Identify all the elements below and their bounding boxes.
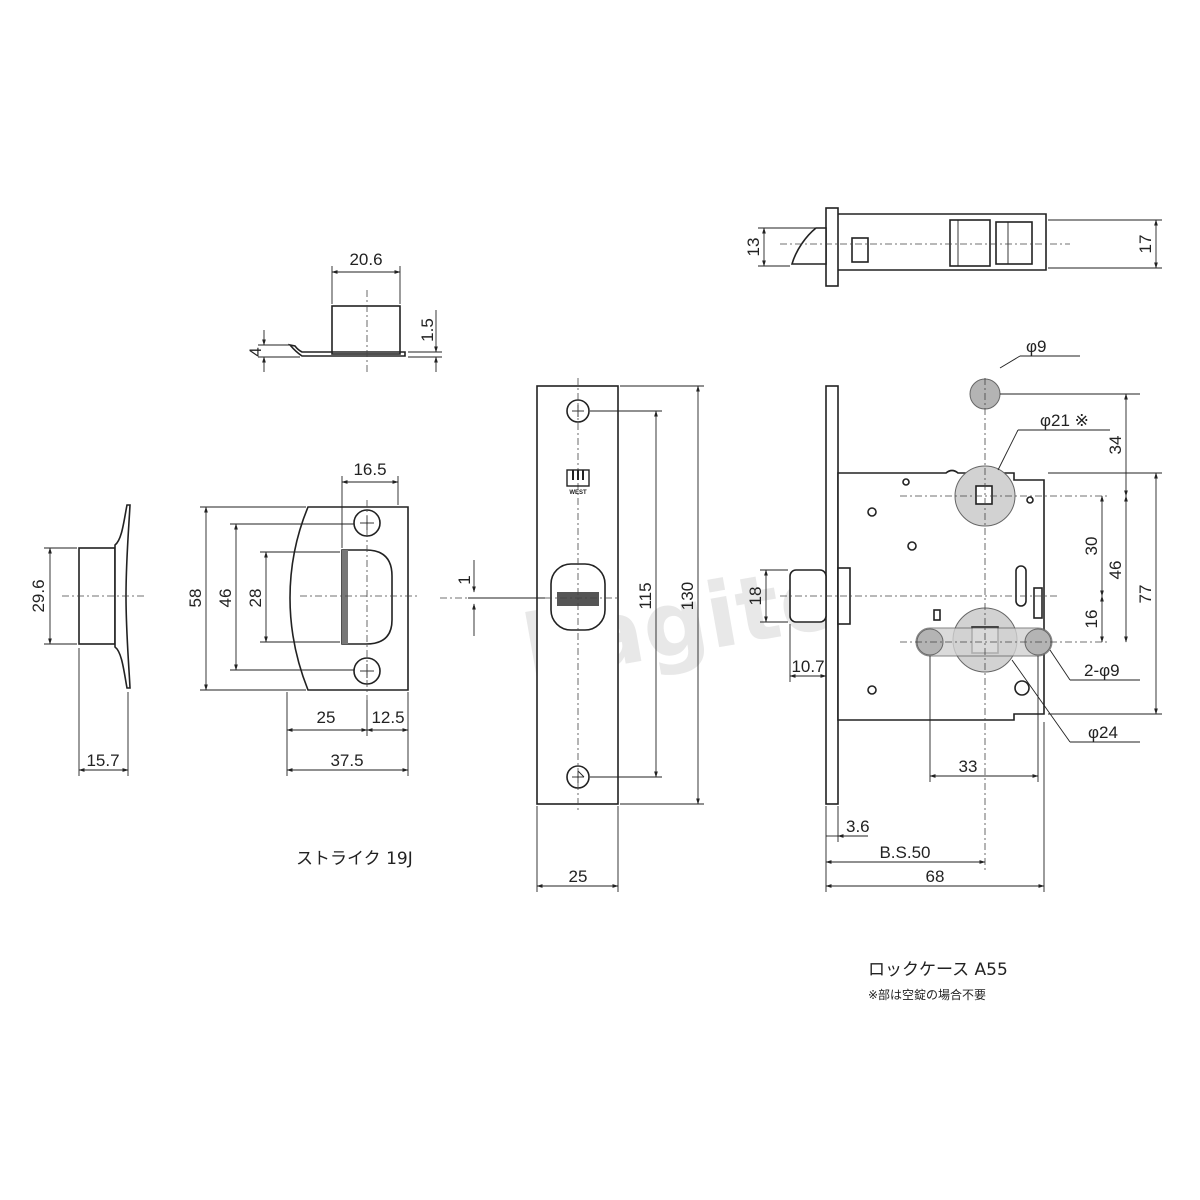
lockcase-note: ※部は空錠の場合不要	[868, 987, 986, 1002]
lockcase-latch-projection-label: 10.7	[791, 657, 824, 676]
lockcase-dim-77-label: 77	[1136, 585, 1155, 604]
lockcase-two-phi-9-label: 2-φ9	[1084, 661, 1120, 680]
brand-mark: WEST	[569, 490, 587, 496]
strike-width-25-label: 25	[317, 708, 336, 727]
lockcase-front-view: 34 30 16 46 77 18 10.7 φ9 φ21 ※ 2-φ9 φ24…	[746, 337, 1162, 892]
strike-box-width-label: 16.5	[353, 460, 386, 479]
strike-height-58-label: 58	[186, 589, 205, 608]
strike-height-28-label: 28	[246, 589, 265, 608]
lockcase-dim-46-label: 46	[1106, 561, 1125, 580]
lockcase-case-depth-label: 68	[926, 867, 945, 886]
front-plate-view: WEST 1 115 130 25	[440, 378, 704, 892]
lockcase-depth-13-label: 13	[744, 238, 763, 257]
lockcase-latch-height-label: 18	[746, 587, 765, 606]
lockcase-dim-33-label: 33	[959, 757, 978, 776]
lockcase-phi-21-label: φ21 ※	[1040, 411, 1089, 430]
lockcase-backset-label: B.S.50	[879, 843, 930, 862]
lockcase-dim-30-label: 30	[1082, 537, 1101, 556]
lockcase-dim-16-label: 16	[1082, 610, 1101, 629]
strike-top-width-label: 20.6	[349, 250, 382, 269]
strike-lip-height-label: 4	[246, 347, 265, 356]
front-plate-length-label: 130	[678, 582, 697, 610]
lockcase-dim-3-6-label: 3.6	[846, 817, 870, 836]
strike-top-view: 20.6 1.5 4	[246, 250, 442, 372]
front-plate-offset-label: 1	[455, 575, 474, 584]
lockcase-depth-17-label: 17	[1136, 235, 1155, 254]
lockcase-phi-24-label: φ24	[1088, 723, 1118, 742]
front-plate-screw-pitch-label: 115	[636, 582, 655, 609]
lockcase-dim-34-label: 34	[1106, 436, 1125, 455]
strike-plate-thickness-label: 1.5	[418, 318, 437, 342]
strike-width-37-5-label: 37.5	[330, 751, 363, 770]
brand-logo-icon	[566, 469, 590, 487]
strike-height-46-label: 46	[216, 589, 235, 608]
strike-width-12-5-label: 12.5	[371, 708, 404, 727]
lockcase-caption: ロックケース A55	[868, 960, 1008, 980]
front-plate-width-label: 25	[569, 867, 588, 886]
lockcase-top-view: 13 17	[744, 207, 1162, 287]
strike-side-view: 29.6 15.7	[29, 504, 145, 776]
strike-side-height-label: 29.6	[29, 579, 48, 612]
strike-side-depth-label: 15.7	[86, 751, 119, 770]
strike-front-view: 16.5 58 46 28 25 12.5 37.5	[186, 460, 420, 776]
strike-caption: ストライク 19J	[296, 849, 413, 869]
lockcase-phi-9-label: φ9	[1026, 337, 1046, 356]
